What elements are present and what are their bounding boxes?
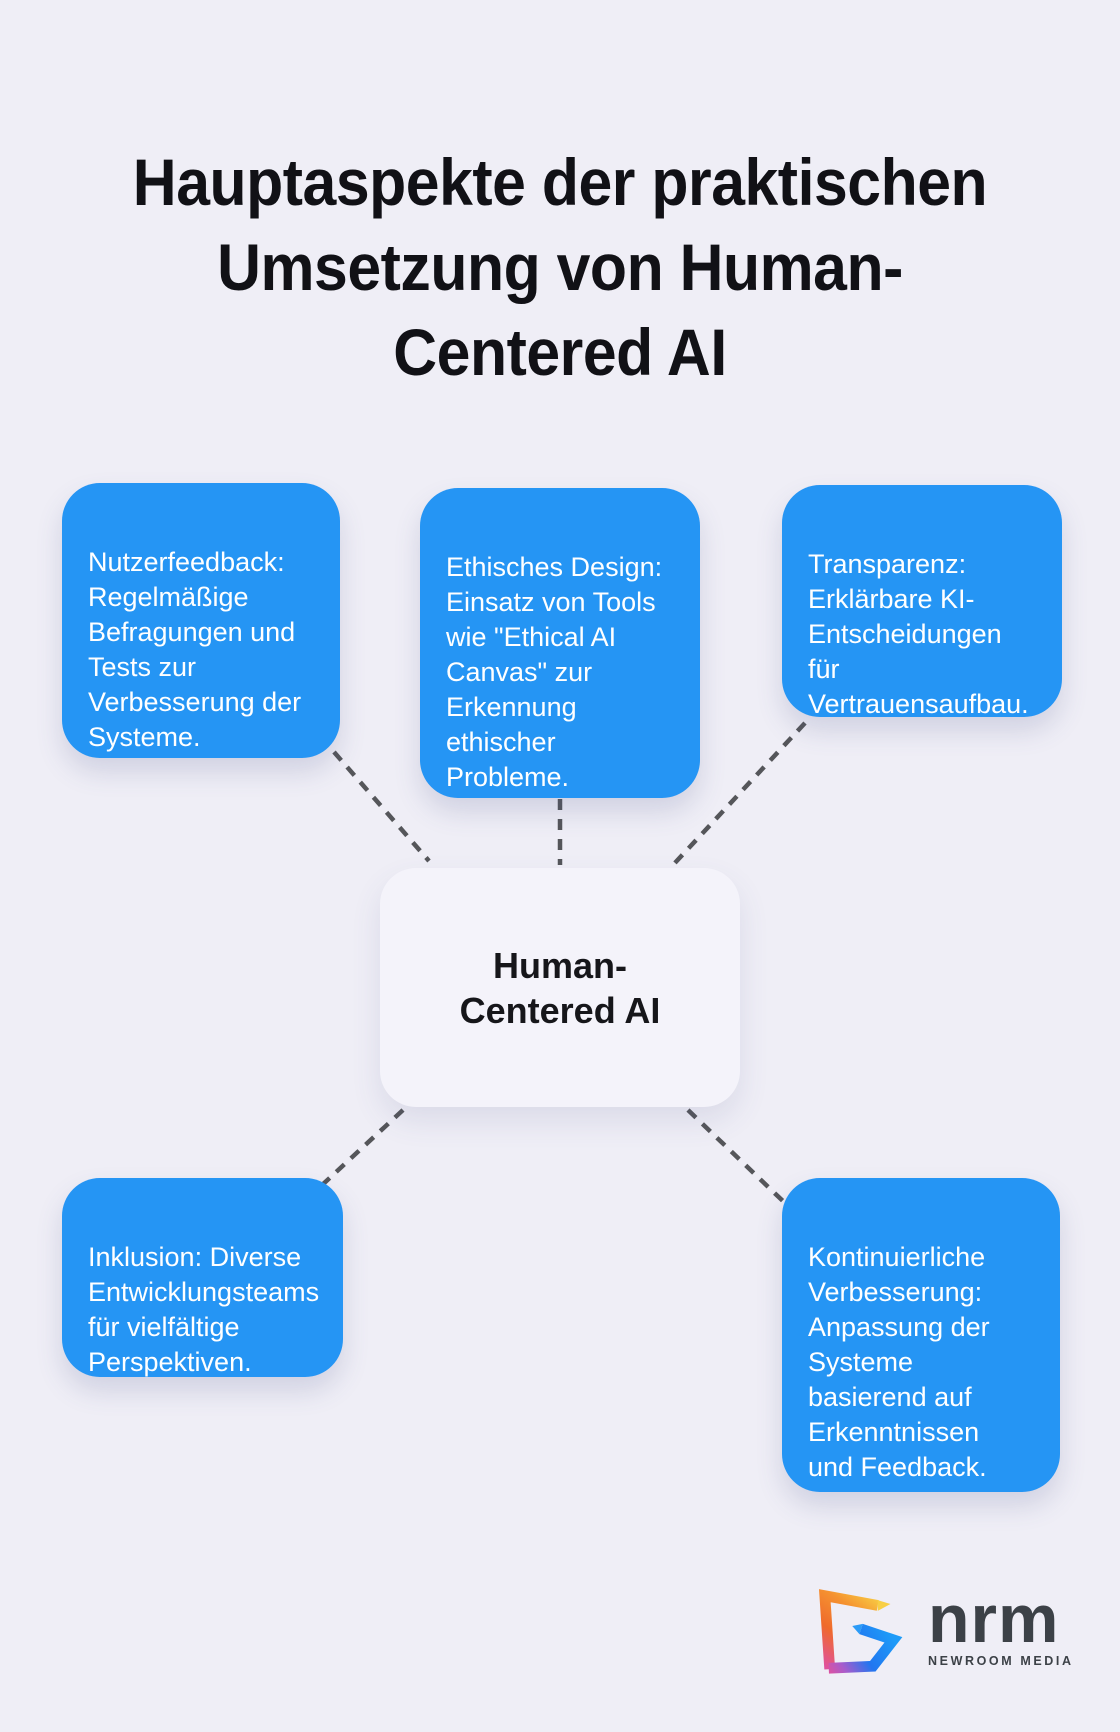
node-inklusion: Inklusion: Diverse Entwicklungsteams für… — [62, 1178, 343, 1377]
node-nutzerfeedback: Nutzerfeedback: Regelmäßige Befragungen … — [62, 483, 340, 758]
node-ethisches-design: Ethisches Design: Einsatz von Tools wie … — [420, 488, 700, 798]
connector-transparenz-to-center — [671, 721, 807, 867]
logo-tagline: NEWROOM MEDIA — [928, 1653, 1074, 1668]
node-transparenz-text: Transparenz: Erklärbare KI- Entscheidung… — [808, 549, 1029, 719]
page-title: Hauptaspekte der praktischen Umsetzung v… — [132, 145, 988, 390]
node-ethisches-design-text: Ethisches Design: Einsatz von Tools wie … — [446, 552, 663, 792]
connector-nutzerfeedback-to-center — [332, 750, 431, 863]
center-node-label: Human- Centered AI — [459, 944, 661, 1031]
node-nutzerfeedback-text: Nutzerfeedback: Regelmäßige Befragungen … — [88, 547, 302, 752]
logo-brand-name: nrm — [928, 1580, 1060, 1657]
nrm-logo-icon — [818, 1589, 903, 1674]
newroom-media-logo: nrm NEWROOM MEDIA — [816, 1584, 1074, 1674]
connector-center-to-inklusion — [319, 1108, 405, 1188]
node-kontinuierliche-text: Kontinuierliche Verbesserung: Anpassung … — [808, 1242, 990, 1482]
node-inklusion-text: Inklusion: Diverse Entwicklungsteams für… — [88, 1242, 320, 1377]
connector-center-to-kontinuierliche — [686, 1108, 788, 1206]
node-kontinuierliche-verbesserung: Kontinuierliche Verbesserung: Anpassung … — [782, 1178, 1060, 1492]
logo-text-block: nrm NEWROOM MEDIA — [928, 1580, 1074, 1668]
center-node-human-centered-ai: Human- Centered AI — [380, 868, 740, 1107]
node-transparenz: Transparenz: Erklärbare KI- Entscheidung… — [782, 485, 1062, 719]
